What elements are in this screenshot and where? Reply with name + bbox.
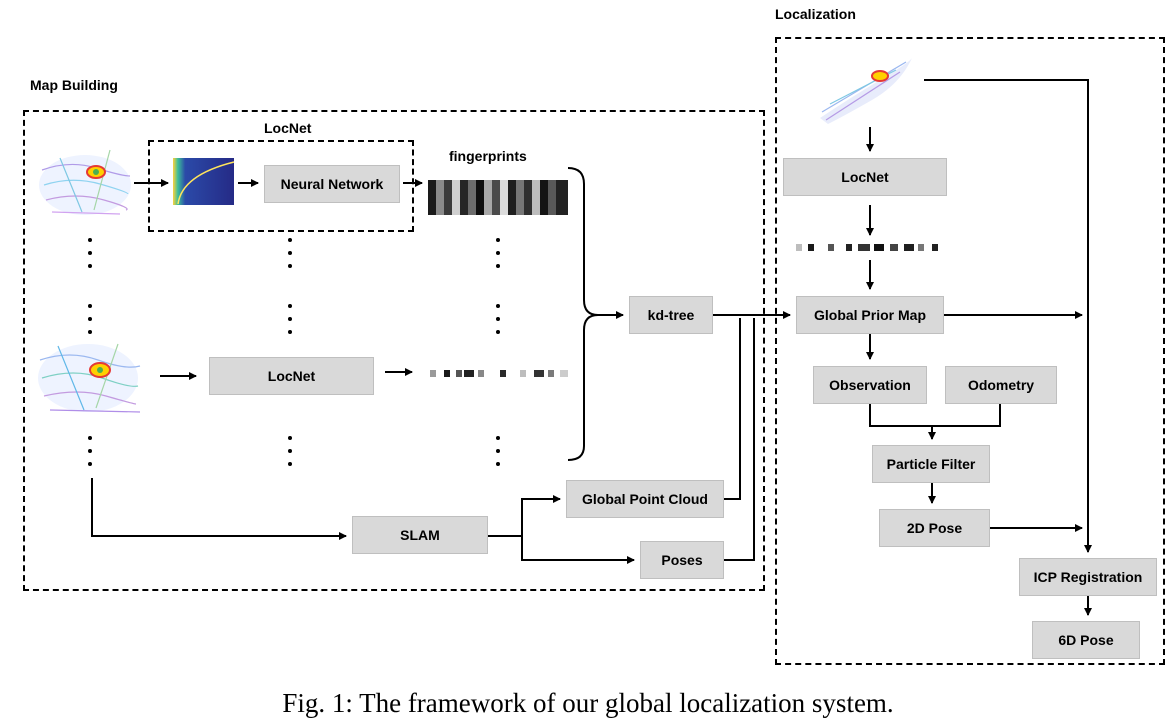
icp-registration-box: ICP Registration	[1019, 558, 1157, 596]
kd-tree-box: kd-tree	[629, 296, 713, 334]
figure-caption: Fig. 1: The framework of our global loca…	[282, 688, 894, 718]
localization-label: Localization	[775, 6, 856, 22]
point-cloud-bottom	[38, 343, 141, 413]
fingerprints-label: fingerprints	[449, 148, 527, 164]
line-gpc-to-prior	[724, 318, 741, 500]
global-prior-map-box: Global Prior Map	[796, 296, 944, 334]
locnet-mid-box: LocNet	[209, 357, 374, 395]
odometry-box: Odometry	[945, 366, 1057, 404]
poses-box: Poses	[640, 541, 724, 579]
fingerprint-query	[796, 244, 938, 251]
arrow-query-to-icp	[924, 79, 1092, 553]
observation-box: Observation	[813, 366, 927, 404]
locnet-group-label: LocNet	[264, 120, 312, 136]
particle-filter-box: Particle Filter	[872, 445, 990, 483]
localization-frame	[775, 37, 1165, 665]
point-cloud-top	[39, 149, 131, 215]
fingerprint-brace	[567, 167, 599, 461]
line-observation-down	[869, 404, 1001, 427]
fingerprint-top	[428, 180, 568, 215]
arrow-slam-to-poses	[521, 536, 635, 564]
ellipsis-dots	[88, 238, 500, 466]
arrow-slam-to-gpc	[488, 495, 561, 537]
map-building-label: Map Building	[30, 77, 118, 93]
locnet-loc-box: LocNet	[783, 158, 947, 196]
map-building-frame	[23, 110, 765, 591]
slam-box: SLAM	[352, 516, 488, 554]
pose-2d-box: 2D Pose	[879, 509, 990, 547]
neural-network-box: Neural Network	[264, 165, 400, 203]
fingerprint-mid	[430, 370, 568, 377]
pose-6d-box: 6D Pose	[1032, 621, 1140, 659]
point-cloud-query	[820, 58, 912, 124]
range-histogram-image	[173, 158, 234, 205]
locnet-group-frame	[148, 140, 414, 232]
line-poses-to-prior	[724, 318, 755, 561]
global-point-cloud-box: Global Point Cloud	[566, 480, 724, 518]
arrow-scans-to-slam	[91, 478, 347, 540]
